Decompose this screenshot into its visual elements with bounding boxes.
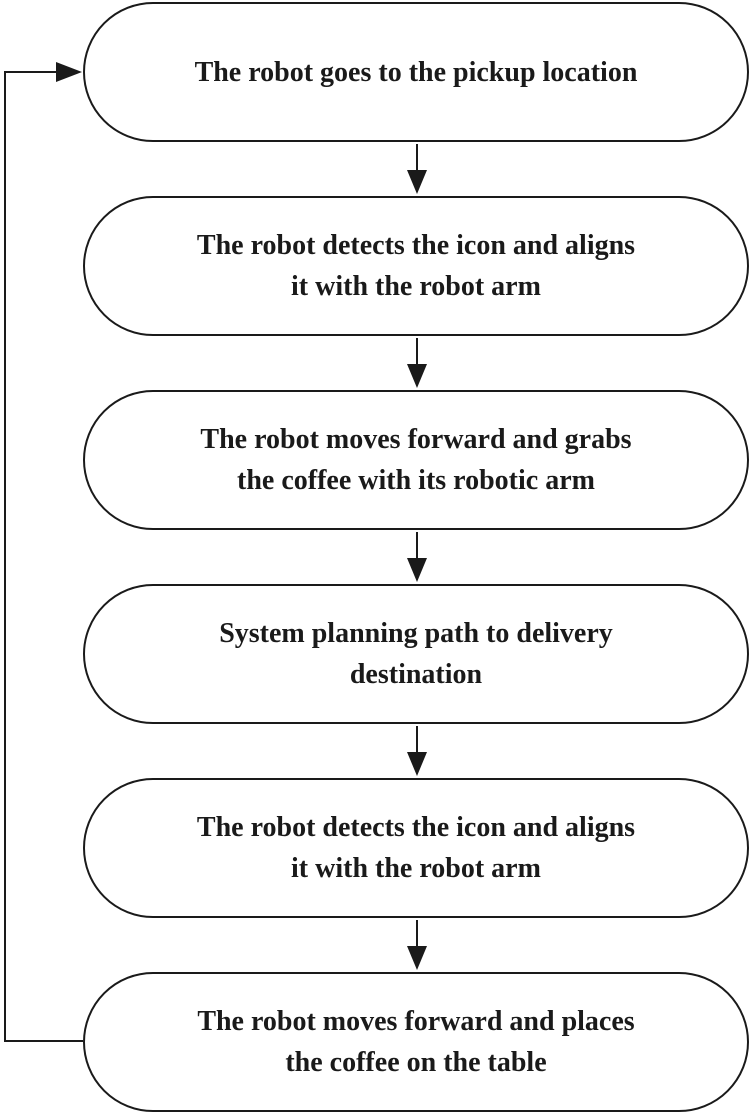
step-2-box: The robot detects the icon and aligns it… (83, 196, 749, 336)
step-3-box: The robot moves forward and grabs the co… (83, 390, 749, 530)
step-6-box: The robot moves forward and places the c… (83, 972, 749, 1112)
loop-back-arrowhead (56, 62, 82, 82)
step-6-text: The robot moves forward and places the c… (197, 1006, 635, 1078)
loop-back-line (4, 71, 83, 1042)
arrowhead-3 (407, 558, 427, 582)
step-5-text: The robot detects the icon and aligns it… (196, 812, 636, 884)
step-1-text: The robot goes to the pickup location (194, 56, 638, 88)
step-4-box: System planning path to delivery destina… (83, 584, 749, 724)
step-5-box: The robot detects the icon and aligns it… (83, 778, 749, 918)
step-2-text: The robot detects the icon and aligns it… (196, 230, 636, 302)
arrowhead-1 (407, 170, 427, 194)
arrowhead-5 (407, 946, 427, 970)
arrowhead-4 (407, 752, 427, 776)
step-3-text: The robot moves forward and grabs the co… (200, 424, 632, 496)
step-1-box: The robot goes to the pickup location (83, 2, 749, 142)
arrowhead-2 (407, 364, 427, 388)
step-4-text: System planning path to delivery destina… (219, 618, 613, 690)
